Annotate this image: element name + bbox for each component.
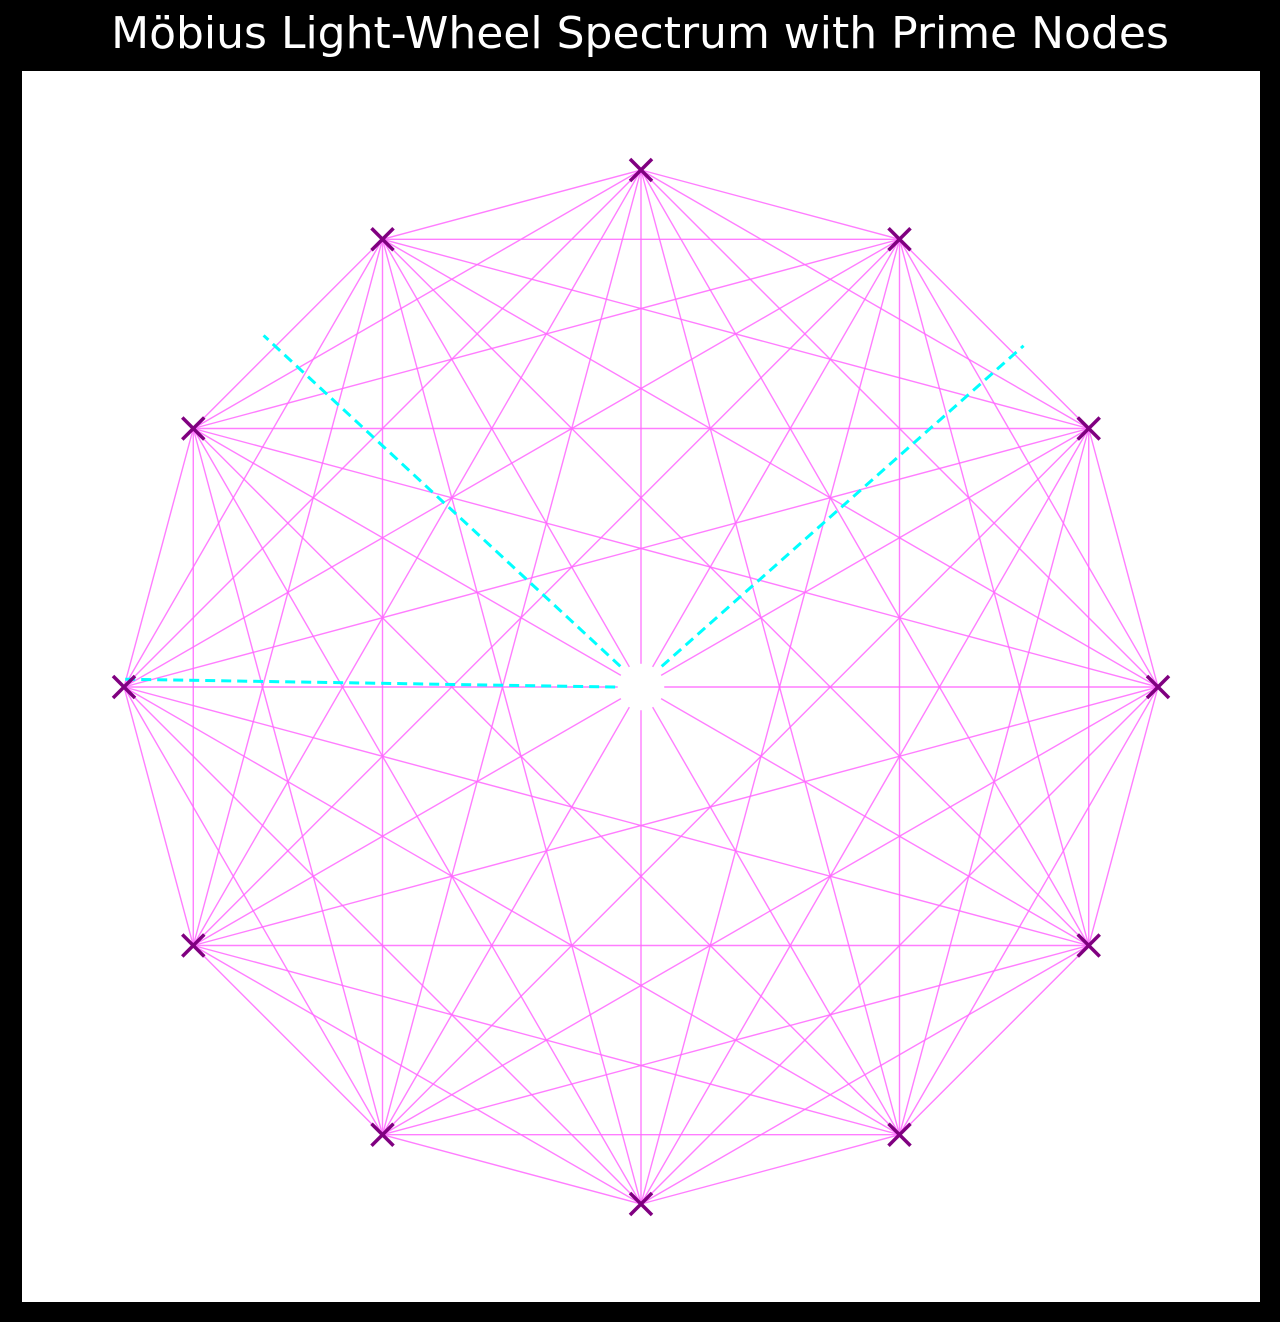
chord-line (123, 428, 194, 688)
chord-line (382, 944, 1089, 1136)
chord-line (640, 169, 901, 1135)
chord-line (640, 169, 1090, 946)
chord-line (192, 944, 642, 1205)
prime-node-marker (370, 1122, 395, 1147)
prime-node-marker (1145, 674, 1171, 700)
prime-node-marker (628, 1191, 654, 1217)
center-gap (617, 663, 665, 711)
chord-line (123, 686, 384, 1136)
center-layer (617, 663, 665, 711)
prime-node-marker (181, 933, 206, 958)
plot-area (20, 69, 1262, 1304)
chart-title: Möbius Light-Wheel Spectrum with Prime N… (111, 8, 1169, 59)
light-wheel-plot (111, 157, 1171, 1217)
chord-line (381, 239, 642, 1205)
chord-line (381, 169, 642, 1135)
chord-line (1088, 686, 1159, 946)
chord-line (123, 686, 1089, 947)
chord-line (193, 944, 900, 1136)
chord-line (123, 427, 1089, 688)
spoke-line (660, 344, 1025, 668)
chord-line (192, 428, 642, 1205)
chord-line (382, 1134, 642, 1205)
chord-line (898, 239, 1090, 946)
chord-line (1088, 428, 1159, 688)
chord-line (640, 1134, 900, 1205)
chord-line (192, 238, 383, 429)
chord-line (899, 238, 1090, 429)
chord-line (640, 944, 1090, 1205)
chord-line (640, 239, 901, 1205)
chord-line (192, 945, 383, 1136)
chord-line (382, 169, 642, 240)
prime-node-marker (628, 157, 654, 183)
spokes-layer (123, 334, 1025, 689)
chord-line (123, 686, 194, 946)
prime-node-marker (370, 227, 395, 252)
prime-node-marker (1076, 416, 1101, 441)
spoke-line (262, 334, 622, 668)
chord-line (899, 945, 1090, 1136)
chord-line (192, 428, 900, 1136)
chord-line (382, 428, 1090, 1136)
prime-node-marker (1076, 933, 1101, 958)
markers-layer (111, 157, 1171, 1217)
prime-node-marker (181, 416, 206, 441)
chord-line (192, 238, 900, 946)
chord-line (382, 238, 1090, 946)
chord-line (193, 686, 1159, 947)
prime-node-marker (111, 674, 137, 700)
prime-node-marker (887, 1122, 912, 1147)
chord-line (640, 169, 900, 240)
chord-line (193, 427, 1159, 688)
prime-node-marker (887, 227, 912, 252)
spoke-line (123, 677, 616, 689)
chord-line (123, 686, 900, 1136)
